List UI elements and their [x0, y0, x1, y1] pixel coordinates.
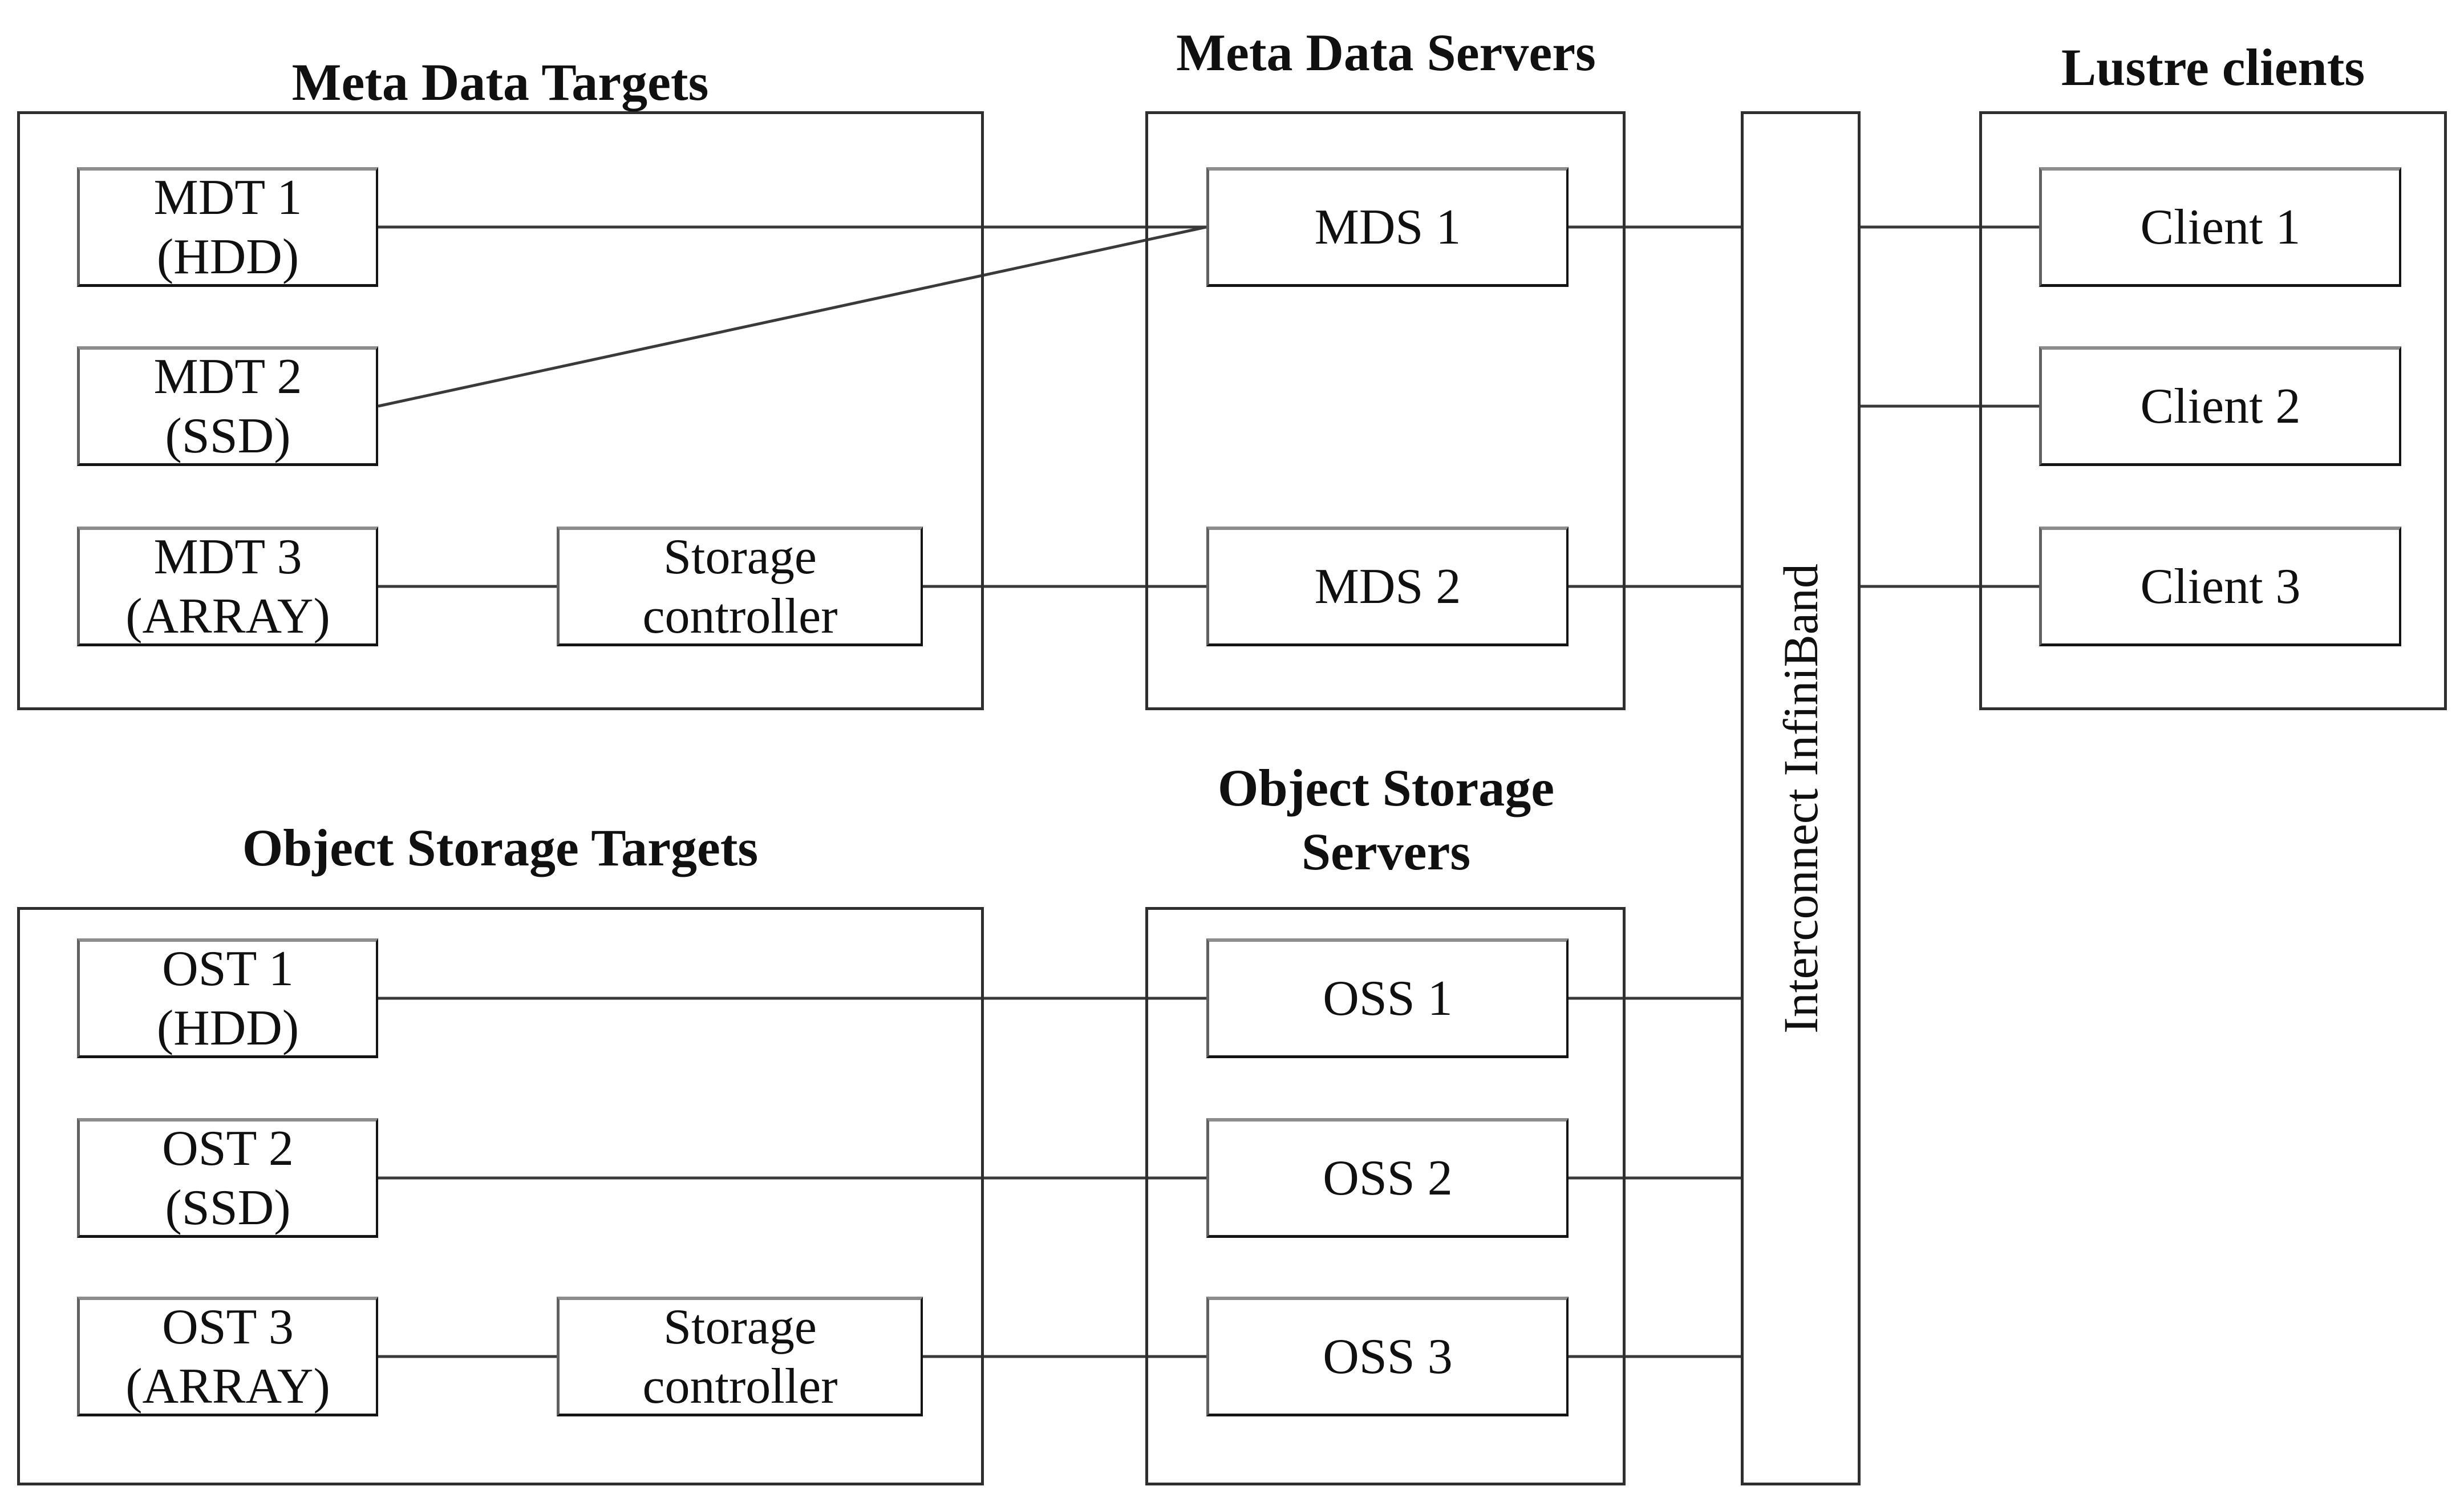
group-box-meta-data-servers — [1145, 111, 1626, 710]
node-label: OSS 2 — [1323, 1150, 1453, 1206]
node-label: MDS 2 — [1314, 558, 1461, 614]
node-ost3: OST 3 (ARRAY) — [77, 1297, 378, 1416]
group-title-object-storage-targets: Object Storage Targets — [242, 819, 759, 877]
node-label: Storage — [663, 529, 817, 585]
group-box-meta-data-targets — [17, 111, 984, 710]
node-oss3: OSS 3 — [1206, 1297, 1569, 1416]
node-label: controller — [642, 1358, 838, 1414]
node-label: OST 2 — [162, 1120, 294, 1176]
node-label: OSS 1 — [1323, 970, 1453, 1026]
node-client1: Client 1 — [2039, 167, 2401, 287]
node-label: (ARRAY) — [125, 1358, 330, 1414]
node-label: OSS 3 — [1323, 1329, 1453, 1384]
node-label: MDS 1 — [1314, 199, 1461, 255]
node-mdt1: MDT 1 (HDD) — [77, 167, 378, 287]
node-oss1: OSS 1 — [1206, 938, 1569, 1058]
node-client2: Client 2 — [2039, 346, 2401, 466]
node-label: MDT 1 — [153, 169, 302, 225]
node-mds2: MDS 2 — [1206, 527, 1569, 646]
group-title-object-storage-servers: Object Storage Servers — [987, 756, 1785, 884]
edge-mdt2-mds1 — [378, 225, 1207, 408]
node-label: Client 2 — [2140, 378, 2301, 434]
node-label: (HDD) — [156, 1000, 299, 1056]
node-label: OST 3 — [162, 1299, 294, 1355]
interconnect-infiniband-bar: Interconnect InfiniBand — [1741, 111, 1861, 1485]
node-mdt2: MDT 2 (SSD) — [77, 346, 378, 466]
node-client3: Client 3 — [2039, 527, 2401, 646]
node-storage-controller-object: Storage controller — [557, 1297, 923, 1416]
group-title-meta-data-targets: Meta Data Targets — [291, 53, 709, 111]
node-label: (HDD) — [156, 229, 299, 285]
node-label: controller — [642, 588, 838, 644]
node-label: OST 1 — [162, 941, 294, 997]
group-title-line: Object Storage — [1217, 759, 1555, 817]
node-label: Client 3 — [2140, 558, 2301, 614]
node-label: MDT 3 — [153, 529, 302, 585]
node-ost2: OST 2 (SSD) — [77, 1118, 378, 1238]
node-label: (ARRAY) — [125, 588, 330, 644]
group-title-line: Servers — [1301, 823, 1471, 881]
node-label: (SSD) — [165, 1180, 291, 1236]
group-box-object-storage-targets — [17, 907, 984, 1485]
group-title-lustre-clients: Lustre clients — [2061, 38, 2365, 96]
node-mds1: MDS 1 — [1206, 167, 1569, 287]
node-label: Client 1 — [2140, 199, 2301, 255]
node-label: Storage — [663, 1299, 817, 1355]
group-box-object-storage-servers — [1145, 907, 1626, 1485]
node-oss2: OSS 2 — [1206, 1118, 1569, 1238]
node-label: MDT 2 — [153, 349, 302, 404]
group-title-meta-data-servers: Meta Data Servers — [1176, 23, 1596, 82]
node-label: (SSD) — [165, 408, 291, 464]
node-storage-controller-meta: Storage controller — [557, 527, 923, 646]
node-mdt3: MDT 3 (ARRAY) — [77, 527, 378, 646]
node-ost1: OST 1 (HDD) — [77, 938, 378, 1058]
group-box-lustre-clients — [1979, 111, 2447, 710]
